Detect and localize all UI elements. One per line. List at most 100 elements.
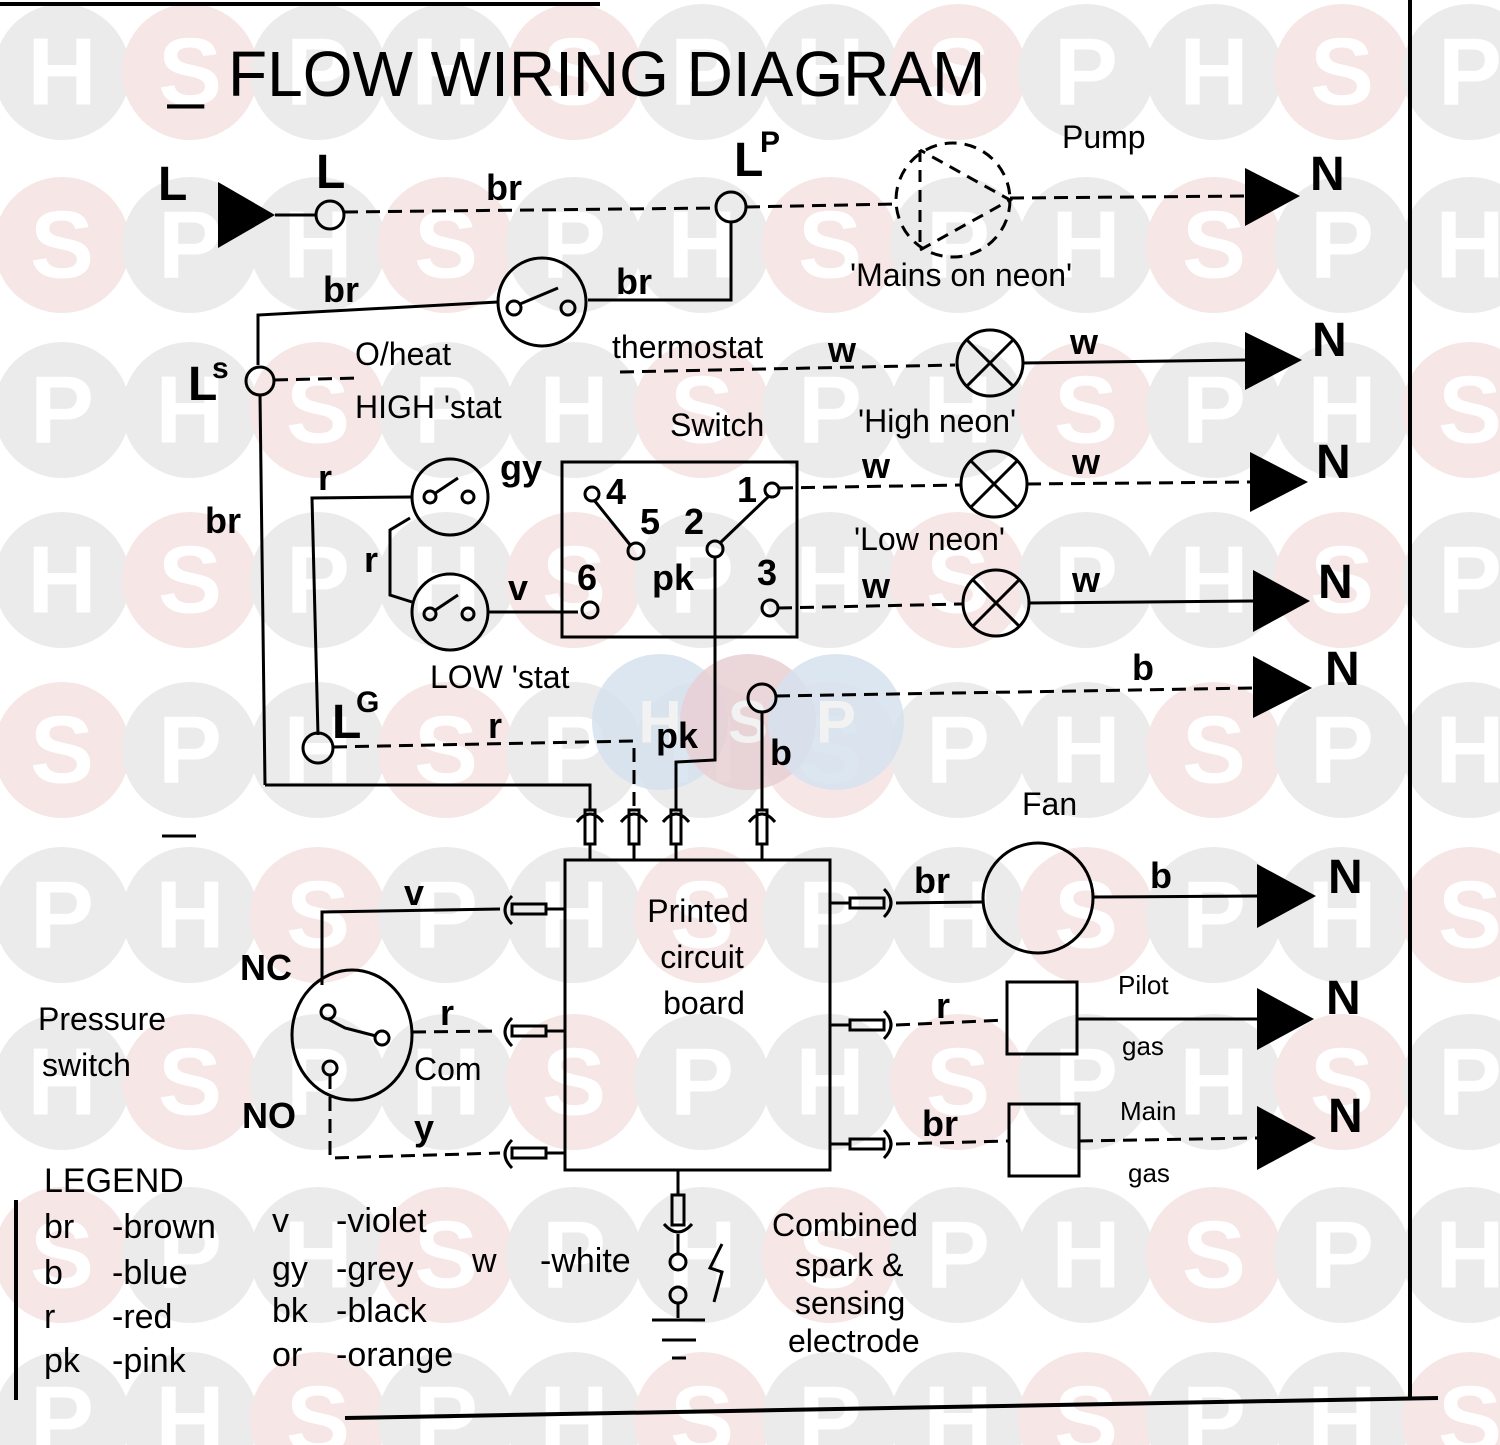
watermark-letter: H xyxy=(795,19,864,126)
watermark-letter: S xyxy=(1182,192,1246,299)
wire-label-fan-br: br xyxy=(914,860,950,901)
watermark-circle xyxy=(634,1352,770,1445)
legend-code: w xyxy=(471,1242,497,1280)
electrode-label-1: Combined xyxy=(772,1207,918,1243)
switch-contact-6 xyxy=(580,600,600,620)
connector-icon xyxy=(747,808,777,860)
wire-riser-to-pcb xyxy=(265,783,592,810)
watermark-circle xyxy=(762,342,898,478)
watermark-letter: P xyxy=(1182,1367,1246,1445)
low-neon-lamp-icon xyxy=(961,568,1031,638)
legend-code: pk xyxy=(44,1342,81,1380)
watermark-circle xyxy=(122,342,258,478)
switch-label: Switch xyxy=(670,407,764,443)
watermark-circle xyxy=(1274,847,1410,983)
pump-live-sup: P xyxy=(760,126,780,159)
wire xyxy=(1028,599,1254,605)
watermark-letter: S xyxy=(542,19,606,126)
switch-contact-label-6: 6 xyxy=(577,557,597,598)
wire-label-low-neon-w-in: w xyxy=(861,565,891,606)
watermark-letter: S xyxy=(670,1367,734,1445)
legend-title: LEGEND xyxy=(44,1162,184,1200)
watermark-circle xyxy=(122,512,258,648)
switch-contact-4 xyxy=(583,485,601,503)
switch-link xyxy=(718,494,771,545)
neutral-arrow-icon xyxy=(1245,168,1300,226)
watermark-letter: S xyxy=(926,527,990,634)
watermark-letter: P xyxy=(286,527,350,634)
watermark-circle xyxy=(1274,682,1410,818)
pump-label: Pump xyxy=(1062,119,1146,155)
wire-label-pcb-pk: pk xyxy=(656,715,699,756)
high-neon-label: 'High neon' xyxy=(858,403,1016,439)
legend-code: br xyxy=(44,1208,74,1246)
watermark-circle xyxy=(1018,682,1154,818)
title-prefix: _ xyxy=(167,38,205,110)
watermark-letter: S xyxy=(30,697,94,804)
wire-fan-br xyxy=(895,900,983,905)
watermark-letter: S xyxy=(670,357,734,464)
pressure-switch-label-2: switch xyxy=(42,1047,131,1083)
watermark-circle xyxy=(634,512,770,648)
watermark-letter: P xyxy=(414,357,478,464)
live-in-label: L xyxy=(158,158,187,211)
spark-electrode-icon xyxy=(652,1170,724,1360)
switch-pk-label: pk xyxy=(652,557,695,598)
watermark-letter: S xyxy=(1438,1367,1500,1445)
watermark-letter: P xyxy=(158,192,222,299)
watermark-circle xyxy=(634,847,770,983)
wire-label-mains-neon-w-out: w xyxy=(1069,321,1099,362)
switch-contact-label-5: 5 xyxy=(640,501,660,542)
wire-high-stat-r xyxy=(310,495,413,736)
watermark-letter: P xyxy=(286,1029,350,1136)
watermark-letter: S xyxy=(1054,862,1118,969)
watermark-circle xyxy=(1402,1014,1500,1150)
watermark-letter: H xyxy=(1307,1367,1376,1445)
watermark-circle xyxy=(1146,512,1282,648)
neutral-label: N xyxy=(1326,972,1361,1025)
pilot-gas-valve xyxy=(1005,980,1079,1056)
legend-code: or xyxy=(272,1336,302,1374)
wire-label-top-br: br xyxy=(486,167,522,208)
watermark-letter: S xyxy=(30,1202,94,1309)
watermark-circle xyxy=(0,4,130,140)
wire-label-pcb-b: b xyxy=(770,732,792,773)
wire xyxy=(745,202,897,209)
watermark-letter: H xyxy=(27,527,96,634)
legend-code: b xyxy=(44,1254,63,1292)
watermark-circle xyxy=(1146,847,1282,983)
watermark-letter: S xyxy=(158,19,222,126)
wire-label-thermostat-w: w xyxy=(827,329,857,370)
watermark-letter: H xyxy=(155,1367,224,1445)
watermark-circle xyxy=(634,4,770,140)
neutral-arrow-icon xyxy=(1253,656,1312,718)
live-terminal xyxy=(314,199,346,231)
connector-icon xyxy=(503,894,565,926)
wire-riser-br xyxy=(258,394,267,786)
watermark-letter: P xyxy=(414,1367,478,1445)
watermark-circle xyxy=(762,1187,898,1323)
watermark-circle xyxy=(0,177,130,313)
watermark-letter: S xyxy=(286,862,350,969)
watermark-circle xyxy=(506,1187,642,1323)
watermark-letter: P xyxy=(670,1029,734,1136)
wire-label-low-stat-r: r xyxy=(364,539,378,580)
watermark-circle xyxy=(122,1187,258,1323)
neutral-label: N xyxy=(1325,643,1360,696)
watermark-letter: S xyxy=(1310,19,1374,126)
watermark-circle xyxy=(1018,342,1154,478)
watermark-letter: H xyxy=(1179,1029,1248,1136)
legend-desc: -grey xyxy=(336,1250,413,1288)
neutral-label: N xyxy=(1316,436,1351,489)
watermark-circle xyxy=(378,1187,514,1323)
electrode-label-2: spark & xyxy=(795,1247,903,1283)
pcb-label-2: circuit xyxy=(660,939,744,975)
watermark-letter: P xyxy=(670,19,734,126)
watermark-circle xyxy=(1146,1352,1282,1445)
watermark-letter: H xyxy=(1307,862,1376,969)
connector-icon xyxy=(661,808,691,860)
mains-neon-lamp-icon xyxy=(955,328,1025,398)
watermark-circle xyxy=(250,342,386,478)
watermark-letter: S xyxy=(30,192,94,299)
